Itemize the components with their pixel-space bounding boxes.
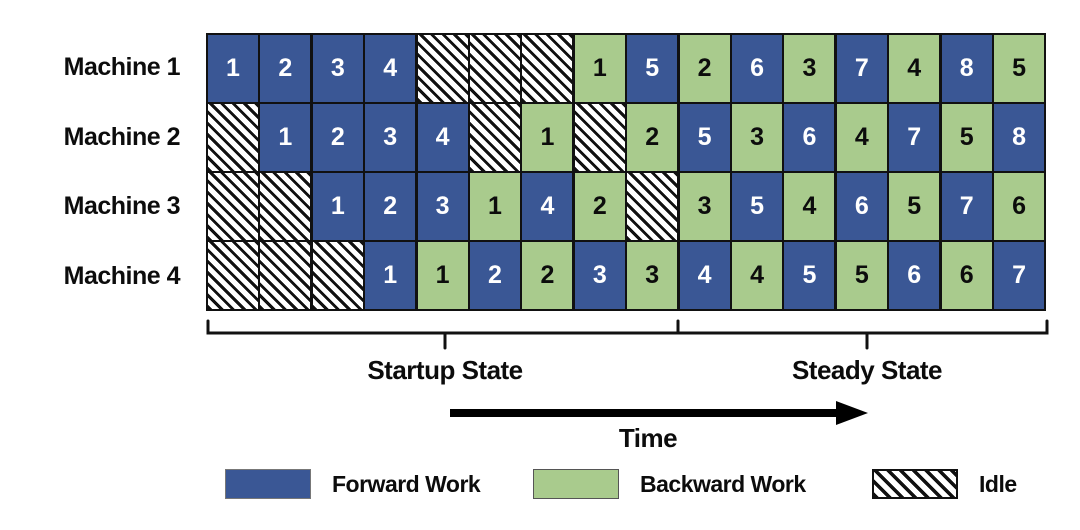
schedule-cell-forward: 7 bbox=[994, 242, 1044, 309]
schedule-cell-backward: 3 bbox=[627, 242, 678, 309]
schedule-cell-backward: 5 bbox=[994, 35, 1044, 102]
legend-item-forward-work: Forward Work bbox=[225, 469, 481, 499]
schedule-cell-backward: 2 bbox=[574, 173, 625, 240]
schedule-cell-idle bbox=[208, 173, 258, 240]
schedule-cell-idle bbox=[208, 104, 258, 171]
schedule-cell-forward: 6 bbox=[889, 242, 940, 309]
schedule-cell-backward: 1 bbox=[470, 173, 520, 240]
idle-swatch-icon bbox=[872, 469, 958, 499]
schedule-cell-backward: 5 bbox=[836, 242, 887, 309]
schedule-cell-backward: 2 bbox=[627, 104, 678, 171]
schedule-cell-forward: 6 bbox=[784, 104, 835, 171]
schedule-cell-backward: 6 bbox=[941, 242, 992, 309]
schedule-cell-backward: 4 bbox=[836, 104, 887, 171]
schedule-cell-forward: 1 bbox=[260, 104, 311, 171]
machine-labels-column: Machine 1 Machine 2 Machine 3 Machine 4 bbox=[0, 33, 181, 311]
forward-work-label: Forward Work bbox=[332, 471, 481, 497]
schedule-cell-forward: 5 bbox=[784, 242, 835, 309]
schedule-cell-forward: 4 bbox=[679, 242, 730, 309]
schedule-cell-idle bbox=[522, 35, 573, 102]
schedule-cell-forward: 2 bbox=[312, 104, 363, 171]
schedule-cell-backward: 6 bbox=[994, 173, 1044, 240]
schedule-cell-idle bbox=[627, 173, 678, 240]
backward-work-swatch-icon bbox=[533, 469, 619, 499]
schedule-cell-forward: 8 bbox=[941, 35, 992, 102]
idle-label: Idle bbox=[979, 471, 1017, 497]
schedule-cell-forward: 2 bbox=[470, 242, 520, 309]
schedule-cell-backward: 1 bbox=[574, 35, 625, 102]
schedule-cell-forward: 3 bbox=[365, 104, 416, 171]
backward-work-label: Backward Work bbox=[640, 471, 806, 497]
schedule-cell-idle bbox=[260, 173, 311, 240]
forward-work-swatch-icon bbox=[225, 469, 311, 499]
schedule-cell-backward: 3 bbox=[784, 35, 835, 102]
schedule-cell-forward: 3 bbox=[574, 242, 625, 309]
schedule-cell-forward: 1 bbox=[208, 35, 258, 102]
steady-state-label: Steady State bbox=[791, 355, 943, 385]
schedule-cell-idle bbox=[417, 35, 468, 102]
schedule-cell-backward: 4 bbox=[732, 242, 782, 309]
legend-item-backward-work: Backward Work bbox=[533, 469, 806, 499]
schedule-cell-backward: 5 bbox=[889, 173, 940, 240]
schedule-cell-forward: 7 bbox=[836, 35, 887, 102]
schedule-cell-forward: 2 bbox=[365, 173, 416, 240]
schedule-cell-forward: 4 bbox=[365, 35, 416, 102]
schedule-cell-forward: 6 bbox=[836, 173, 887, 240]
schedule-cell-backward: 4 bbox=[889, 35, 940, 102]
schedule-cell-forward: 5 bbox=[627, 35, 678, 102]
schedule-cell-idle bbox=[260, 242, 311, 309]
schedule-cell-backward: 1 bbox=[522, 104, 573, 171]
schedule-cell-idle bbox=[208, 242, 258, 309]
time-axis-label: Time bbox=[618, 423, 678, 453]
schedule-cell-forward: 6 bbox=[732, 35, 782, 102]
schedule-cell-idle bbox=[470, 104, 520, 171]
schedule-cell-forward: 4 bbox=[522, 173, 573, 240]
schedule-cell-idle bbox=[312, 242, 363, 309]
legend-item-idle: Idle bbox=[872, 469, 1017, 499]
time-arrow-icon bbox=[450, 401, 868, 425]
schedule-cell-forward: 3 bbox=[417, 173, 468, 240]
startup-state-label: Startup State bbox=[367, 355, 523, 385]
schedule-cell-backward: 3 bbox=[732, 104, 782, 171]
schedule-cell-forward: 5 bbox=[679, 104, 730, 171]
schedule-cell-backward: 2 bbox=[522, 242, 573, 309]
schedule-cell-backward: 1 bbox=[417, 242, 468, 309]
schedule-cell-backward: 3 bbox=[679, 173, 730, 240]
schedule-cell-forward: 1 bbox=[365, 242, 416, 309]
machine-label: Machine 3 bbox=[63, 192, 181, 221]
schedule-cell-forward: 5 bbox=[732, 173, 782, 240]
schedule-cell-backward: 2 bbox=[679, 35, 730, 102]
machine-label: Machine 4 bbox=[63, 261, 181, 290]
machine-label: Machine 2 bbox=[63, 122, 181, 151]
schedule-cell-forward: 3 bbox=[312, 35, 363, 102]
schedule-cell-forward: 2 bbox=[260, 35, 311, 102]
schedule-cell-idle bbox=[574, 104, 625, 171]
schedule-cell-forward: 4 bbox=[417, 104, 468, 171]
schedule-cell-backward: 5 bbox=[941, 104, 992, 171]
schedule-cell-forward: 1 bbox=[312, 173, 363, 240]
schedule-cell-forward: 8 bbox=[994, 104, 1044, 171]
schedule-cell-forward: 7 bbox=[941, 173, 992, 240]
phase-braces bbox=[206, 319, 1049, 350]
schedule-cell-backward: 4 bbox=[784, 173, 835, 240]
schedule-cell-forward: 7 bbox=[889, 104, 940, 171]
schedule-cell-idle bbox=[470, 35, 520, 102]
machine-label: Machine 1 bbox=[63, 53, 181, 82]
